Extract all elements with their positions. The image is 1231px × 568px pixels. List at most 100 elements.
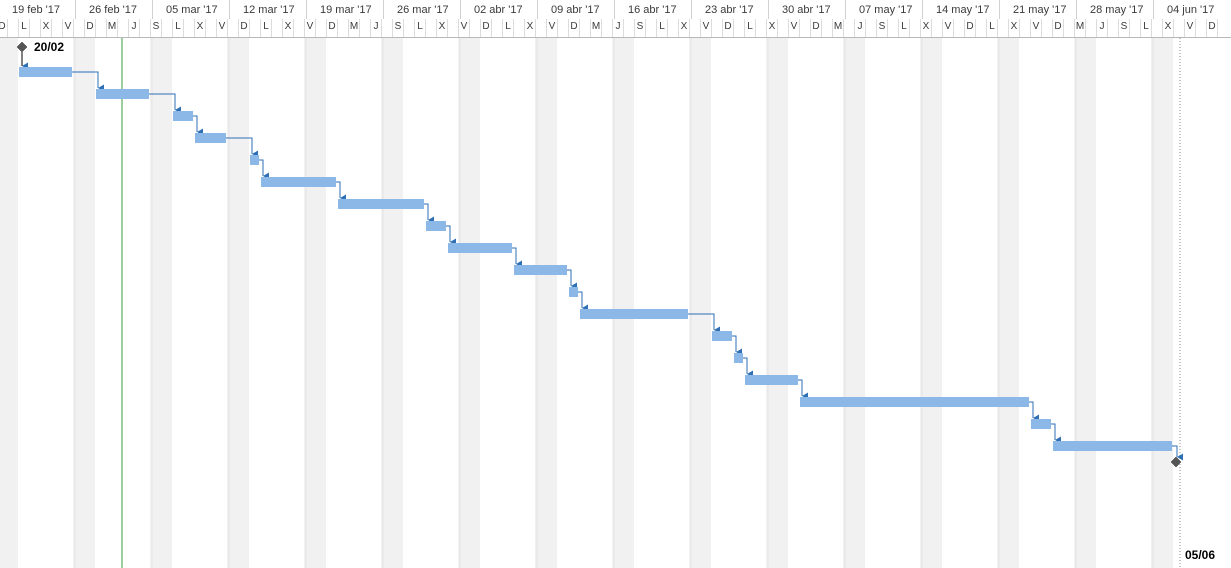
week-separator: [306, 0, 307, 19]
day-separator: [271, 19, 272, 37]
task-bar[interactable]: [734, 353, 743, 363]
day-label: J: [857, 21, 863, 32]
day-separator: [535, 19, 536, 37]
day-label: D: [570, 21, 578, 32]
weekend-shade: [997, 38, 1008, 568]
dependency-link: [149, 93, 181, 114]
week-label: 04 jun '17: [1167, 4, 1215, 16]
task-bar[interactable]: [426, 221, 446, 231]
day-label: S: [152, 21, 160, 32]
day-separator: [227, 19, 228, 37]
dependency-link: [193, 115, 203, 136]
task-bar[interactable]: [745, 375, 798, 385]
gantt-bars-area[interactable]: [0, 38, 1231, 568]
day-separator: [623, 19, 624, 37]
day-separator: [865, 19, 866, 37]
week-label: 02 abr '17: [474, 4, 523, 16]
weekend-shade: [700, 38, 711, 568]
task-bar[interactable]: [1031, 419, 1051, 429]
weekend-shade: [1151, 38, 1162, 568]
task-bar[interactable]: [1053, 441, 1172, 451]
weekend-shade: [392, 38, 403, 568]
day-label: L: [505, 21, 511, 32]
week-separator: [383, 0, 384, 19]
task-bar[interactable]: [250, 155, 259, 165]
day-label: X: [42, 21, 50, 32]
weekend-shade: [612, 38, 623, 568]
day-label: X: [922, 21, 930, 32]
weekend-shade: [458, 38, 469, 568]
day-separator: [777, 19, 778, 37]
end-milestone[interactable]: [1170, 456, 1182, 468]
task-bar[interactable]: [261, 177, 336, 187]
day-label: V: [306, 21, 314, 32]
day-separator: [469, 19, 470, 37]
day-label: J: [615, 21, 621, 32]
weekend-shade: [304, 38, 315, 568]
week-label: 23 abr '17: [705, 4, 754, 16]
day-separator: [590, 19, 591, 37]
task-bar[interactable]: [338, 199, 424, 209]
day-separator: [436, 19, 437, 37]
task-bar[interactable]: [173, 111, 193, 121]
task-bar[interactable]: [712, 331, 732, 341]
task-bar[interactable]: [514, 265, 567, 275]
day-label: S: [878, 21, 886, 32]
day-separator: [667, 19, 668, 37]
week-separator: [614, 0, 615, 19]
day-label: V: [944, 21, 952, 32]
day-separator: [1195, 19, 1196, 37]
day-separator: [392, 19, 393, 37]
day-label: J: [373, 21, 379, 32]
day-separator: [942, 19, 943, 37]
day-separator: [414, 19, 415, 37]
day-separator: [975, 19, 976, 37]
day-separator: [7, 19, 8, 37]
day-separator: [1173, 19, 1174, 37]
task-bar[interactable]: [569, 287, 578, 297]
day-label: V: [548, 21, 556, 32]
dependency-link: [1029, 401, 1039, 422]
dependency-link: [567, 269, 577, 290]
start-milestone[interactable]: [16, 41, 28, 53]
task-bar[interactable]: [96, 89, 149, 99]
day-separator: [546, 19, 547, 37]
day-separator: [744, 19, 745, 37]
day-separator: [150, 19, 151, 37]
day-separator: [348, 19, 349, 37]
day-separator: [678, 19, 679, 37]
day-label: X: [768, 21, 776, 32]
day-separator: [260, 19, 261, 37]
day-label: D: [966, 21, 974, 32]
day-separator: [1085, 19, 1086, 37]
weekend-shade: [535, 38, 546, 568]
week-separator: [845, 0, 846, 19]
day-separator: [601, 19, 602, 37]
week-separator: [229, 0, 230, 19]
day-separator: [1096, 19, 1097, 37]
task-bar[interactable]: [195, 133, 226, 143]
weekend-shade: [623, 38, 634, 568]
week-label: 26 feb '17: [89, 4, 137, 16]
week-label: 05 mar '17: [166, 4, 218, 16]
day-separator: [700, 19, 701, 37]
weekend-shade: [84, 38, 95, 568]
day-label: X: [438, 21, 446, 32]
task-bar[interactable]: [448, 243, 512, 253]
task-bar[interactable]: [580, 309, 688, 319]
day-separator: [458, 19, 459, 37]
week-label: 12 mar '17: [243, 4, 295, 16]
day-label: M: [591, 21, 601, 32]
day-separator: [1118, 19, 1119, 37]
day-separator: [1129, 19, 1130, 37]
day-separator: [810, 19, 811, 37]
day-separator: [238, 19, 239, 37]
day-label: X: [1010, 21, 1018, 32]
task-bar[interactable]: [800, 397, 1029, 407]
day-separator: [557, 19, 558, 37]
task-bar[interactable]: [19, 67, 72, 77]
week-separator: [768, 0, 769, 19]
day-label: J: [131, 21, 137, 32]
